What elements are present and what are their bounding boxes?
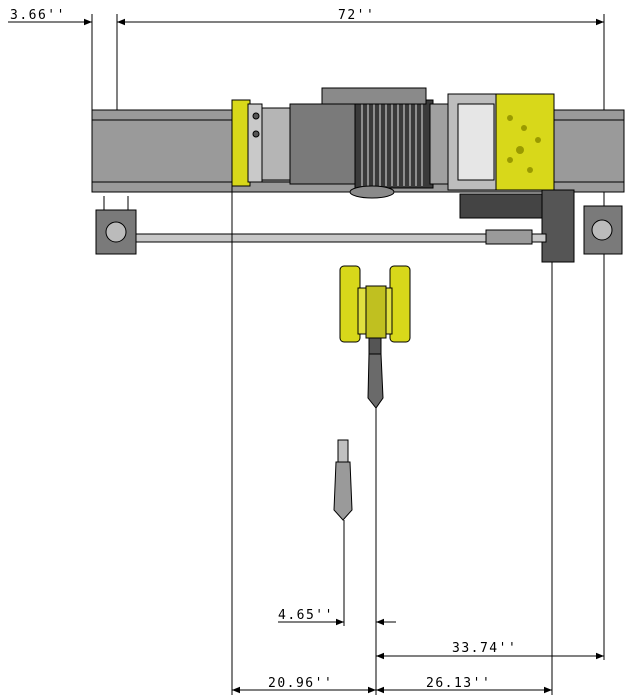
dim-left-bottom: 20.96'' <box>268 676 333 691</box>
travel-motor <box>459 189 575 263</box>
lower-hook <box>333 439 353 521</box>
dim-left-offset: 3.66'' <box>10 8 66 23</box>
right-wheel-block <box>583 205 623 255</box>
dim-right-bottom: 26.13'' <box>426 676 491 691</box>
left-wheel-block <box>95 196 137 255</box>
dim-hook-offset: 4.65'' <box>278 608 334 623</box>
dim-right-span: 33.74'' <box>452 641 517 656</box>
bottom-dimensions: 4.65'' 33.74'' 20.96'' 26.13'' <box>232 608 604 694</box>
cross-shaft <box>129 229 547 245</box>
extension-lines <box>231 186 553 695</box>
dim-total-width: 72'' <box>338 8 375 23</box>
upper-hook <box>367 337 384 409</box>
hoist-motor <box>261 87 449 199</box>
gearbox <box>447 93 555 191</box>
hook-block <box>339 265 411 343</box>
left-drum-flange <box>231 99 263 187</box>
